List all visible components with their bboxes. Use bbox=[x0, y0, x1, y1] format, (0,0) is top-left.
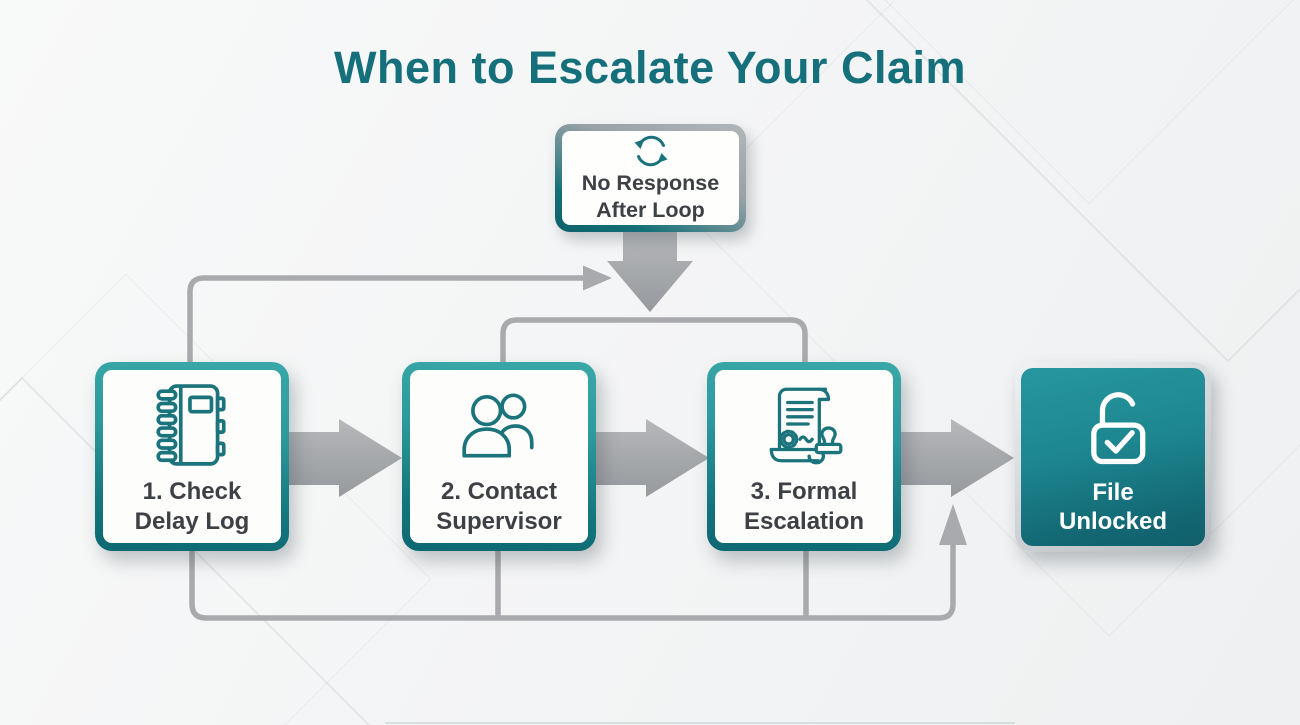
unlocked-padlock-check-icon bbox=[1091, 391, 1146, 464]
result-node-file-unlocked: File Unlocked bbox=[1015, 362, 1211, 552]
result-label: File Unlocked bbox=[1059, 478, 1167, 537]
result-label-line1: File bbox=[1092, 478, 1134, 506]
bottom-accent-line bbox=[385, 722, 1015, 724]
arrow-step1-to-step2 bbox=[289, 419, 402, 497]
trigger-label-line1: No Response bbox=[581, 171, 720, 196]
step2-label-line1: 2. Contact bbox=[440, 478, 557, 506]
result-label-line2: Unlocked bbox=[1058, 508, 1168, 535]
step1-label-line2: Delay Log bbox=[134, 507, 250, 535]
split-connector-line bbox=[500, 317, 808, 367]
step-node-1-check-delay-log: 1. Check Delay Log bbox=[95, 362, 289, 551]
loopback-right-arrowhead bbox=[583, 265, 612, 291]
trigger-label: No Response After Loop bbox=[582, 170, 719, 222]
loopback-bottom-line bbox=[189, 543, 956, 621]
step-label: 2. Contact Supervisor bbox=[436, 477, 561, 536]
trigger-node-no-response: No Response After Loop bbox=[555, 124, 746, 232]
step-label: 1. Check Delay Log bbox=[135, 477, 250, 536]
trigger-label-line2: After Loop bbox=[596, 197, 705, 222]
loopback-top-line bbox=[187, 275, 586, 367]
loopback-up-arrowhead bbox=[939, 504, 967, 545]
document-stamp-icon bbox=[769, 387, 843, 465]
step-node-3-formal-escalation: 3. Formal Escalation bbox=[707, 362, 901, 551]
supervisor-people-icon bbox=[462, 393, 534, 458]
trigger-down-arrow bbox=[607, 230, 693, 312]
step3-label-line1: 3. Formal bbox=[750, 478, 858, 506]
step2-label-line2: Supervisor bbox=[436, 507, 562, 535]
loop-refresh-icon bbox=[634, 136, 667, 167]
arrow-step3-to-result bbox=[901, 419, 1014, 497]
step-label: 3. Formal Escalation bbox=[744, 477, 864, 536]
arrow-step2-to-step3 bbox=[596, 419, 709, 497]
step1-label-line1: 1. Check bbox=[142, 478, 242, 506]
step3-label-line2: Escalation bbox=[743, 507, 865, 535]
step-node-2-contact-supervisor: 2. Contact Supervisor bbox=[402, 362, 596, 551]
page-title: When to Escalate Your Claim bbox=[334, 42, 966, 93]
notebook-icon bbox=[156, 384, 226, 466]
